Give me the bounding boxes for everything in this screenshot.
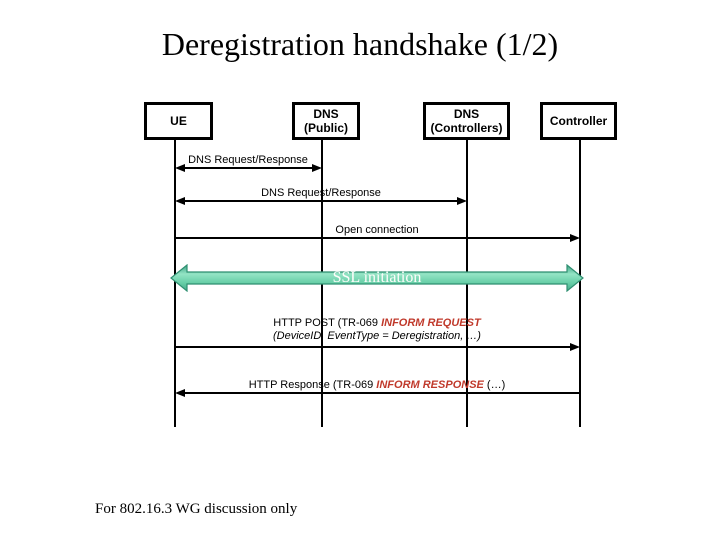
arrowhead-right-icon <box>570 234 580 242</box>
message-line <box>175 346 571 348</box>
actor-label: DNS <box>453 107 480 121</box>
actor-label: DNS <box>313 107 339 121</box>
message-label-open-connection: Open connection <box>335 224 419 236</box>
http-response-ellipsis-text: (…) <box>483 379 506 391</box>
arrowhead-right-icon <box>457 197 467 205</box>
actor-box-controller: Controller <box>540 102 617 140</box>
actor-label: UE <box>170 114 187 128</box>
actor-box-dns-controllers: DNS (Controllers) <box>423 102 510 140</box>
message-label-http-response: HTTP Response (TR-069 INFORM RESPONSE (…… <box>227 379 527 392</box>
http-response-inform-response-text: INFORM RESPONSE <box>376 379 484 391</box>
actor-box-ue: UE <box>144 102 213 140</box>
slide-title: Deregistration handshake (1/2) <box>161 26 559 62</box>
lifeline-controller <box>579 140 581 427</box>
http-post-text: HTTP POST (TR-069 <box>273 317 382 329</box>
message-line <box>175 237 571 239</box>
ssl-initiation-arrow <box>170 263 584 293</box>
arrowhead-left-icon <box>175 197 185 205</box>
actor-sublabel: (Controllers) <box>430 121 503 135</box>
double-block-arrow-icon <box>170 263 584 293</box>
http-response-text: HTTP Response (TR-069 <box>248 379 377 391</box>
arrowhead-left-icon <box>175 389 185 397</box>
actor-label: Controller <box>549 114 608 128</box>
arrowhead-right-icon <box>570 343 580 351</box>
actor-box-dns-public: DNS (Public) <box>292 102 360 140</box>
lifeline-ue <box>174 140 176 427</box>
message-label-dns-request-response-1: DNS Request/Response <box>188 154 308 166</box>
message-line <box>184 200 458 202</box>
message-line <box>184 167 313 169</box>
message-label-dns-request-response-2: DNS Request/Response <box>261 187 381 199</box>
message-label-http-post: HTTP POST (TR-069 INFORM REQUEST (Device… <box>227 317 527 343</box>
message-line <box>184 392 580 394</box>
footer-note: For 802.16.3 WG discussion only <box>95 501 298 517</box>
message-label-ssl-initiation: SSL initiation <box>332 269 422 286</box>
arrowhead-right-icon <box>312 164 322 172</box>
http-post-params-text: (DeviceID, EventType = Deregistration, …… <box>273 330 481 342</box>
actor-sublabel: (Public) <box>304 121 348 135</box>
arrowhead-left-icon <box>175 164 185 172</box>
http-post-inform-request-text: INFORM REQUEST <box>381 317 481 329</box>
